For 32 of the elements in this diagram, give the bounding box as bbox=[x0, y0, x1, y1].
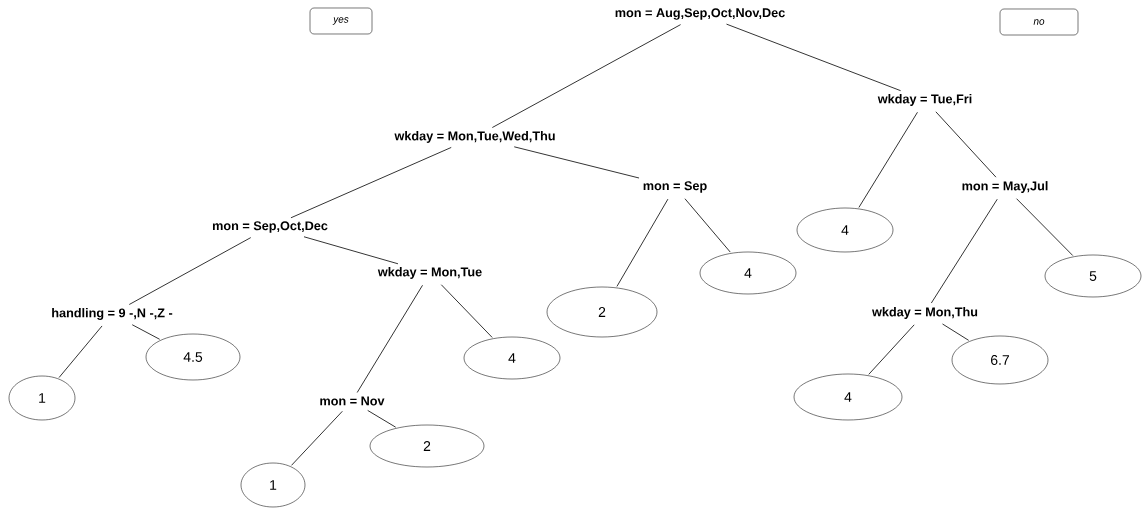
branch-label-box: no bbox=[999, 8, 1079, 36]
connector-line bbox=[616, 198, 669, 287]
connector-line bbox=[290, 147, 452, 219]
split-label: wkday = Tue,Fri bbox=[877, 94, 972, 106]
connector-line bbox=[930, 198, 998, 304]
connector-line bbox=[356, 284, 423, 393]
connector-line bbox=[858, 111, 918, 208]
connector-line bbox=[367, 410, 397, 428]
connector-line bbox=[684, 198, 731, 253]
connector-line bbox=[128, 237, 252, 305]
connector-line bbox=[942, 323, 970, 341]
connector-line bbox=[291, 410, 343, 466]
split-label: mon = May,Jul bbox=[962, 181, 1048, 193]
split-label: mon = Nov bbox=[320, 396, 385, 406]
split-label: wkday = Mon,Thu bbox=[872, 307, 978, 319]
branch-label-box: yes bbox=[309, 7, 373, 35]
split-label: wkday = Mon,Tue,Wed,Thu bbox=[394, 131, 555, 143]
split-label: mon = Sep bbox=[643, 181, 707, 193]
connector-line bbox=[726, 23, 902, 92]
connector-line bbox=[935, 111, 997, 178]
connector-line bbox=[513, 146, 640, 179]
connector-line bbox=[1016, 198, 1074, 256]
connector-line bbox=[303, 236, 399, 265]
split-label: mon = Sep,Oct,Dec bbox=[212, 221, 328, 233]
connector-line bbox=[491, 24, 681, 128]
connector-line bbox=[58, 325, 103, 378]
connector-line bbox=[440, 284, 493, 338]
connector-line bbox=[131, 324, 161, 340]
split-label: wkday = Mon,Tue bbox=[377, 267, 482, 279]
split-label: handling = 9 -,N -,Z - bbox=[52, 308, 173, 320]
split-label: mon = Aug,Sep,Oct,Nov,Dec bbox=[615, 8, 785, 20]
connector-line bbox=[868, 324, 915, 375]
